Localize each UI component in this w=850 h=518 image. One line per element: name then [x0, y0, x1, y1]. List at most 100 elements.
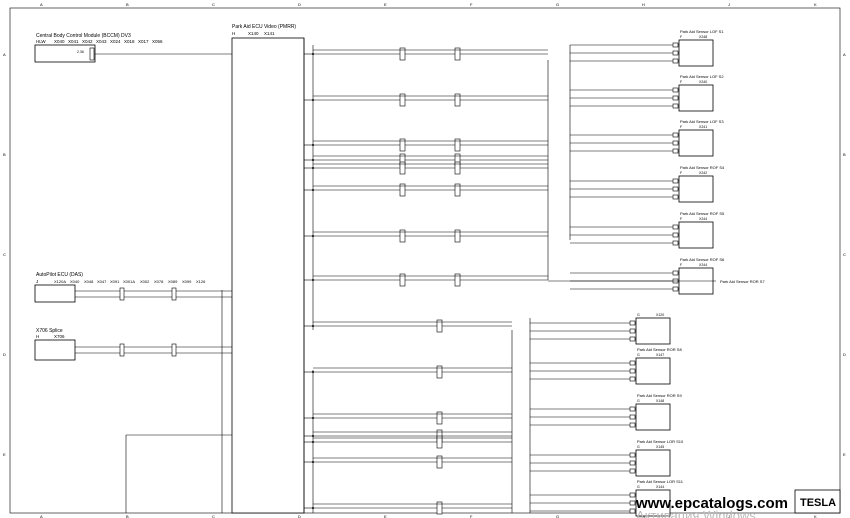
das-connector-0: X120A [54, 279, 66, 284]
sensor-connector: X242 [699, 171, 707, 175]
inline-connector [454, 183, 461, 197]
inline-connector [436, 411, 443, 425]
sensor-code: G [637, 485, 640, 489]
inline-connector [436, 319, 443, 333]
park-aid-ecu: Park Aid ECU Video (PMRR) H X140 X141 [231, 24, 305, 514]
sensor-connector: X241 [699, 125, 707, 129]
inline-connector [436, 501, 443, 515]
splice-code: H [36, 334, 39, 339]
column-label-top: D [298, 2, 301, 7]
row-label-left: E [3, 452, 6, 457]
column-label-top: K [814, 2, 817, 7]
sensor-connector: X145 [656, 445, 664, 449]
sensor-connector: X240 [699, 80, 707, 84]
column-label-top: C [212, 2, 215, 7]
inline-connector [454, 229, 461, 243]
left-connector-marks [89, 47, 177, 357]
sensor-name: Park Aid Sensor ROR S7 [720, 279, 765, 284]
bcm-connector-6: X017 [138, 39, 149, 44]
column-label-bottom: F [470, 514, 473, 518]
sensor-connector: X244 [699, 217, 707, 221]
inline-connector [436, 455, 443, 469]
watermark-text: www.epcatalogs.com [635, 495, 788, 512]
row-label-left: D [3, 352, 6, 357]
sensor-code: F [680, 171, 682, 175]
column-label-bottom: G [556, 514, 559, 518]
column-label-top: G [556, 2, 559, 7]
sensor-box [635, 403, 671, 431]
sensor-box [678, 221, 714, 249]
inline-connector [399, 183, 406, 197]
sensor-code: F [680, 263, 682, 267]
title-block-text: TESLA [800, 497, 836, 509]
das-connector-6: X002 [140, 279, 150, 284]
column-label-top: J [728, 2, 730, 7]
inline-connector [436, 365, 443, 379]
row-label-right: A [843, 52, 846, 57]
splice-box [34, 339, 76, 361]
bcm-connector-1: X041 [68, 39, 79, 44]
sheet-frame [9, 7, 841, 514]
pam-connector-1: X141 [264, 31, 275, 36]
sensor-connector: X120 [656, 313, 664, 317]
row-label-right: C [843, 252, 846, 257]
column-label-bottom: B [126, 514, 129, 518]
splice-connector: X706 [54, 334, 65, 339]
sensor-code: F [680, 80, 682, 84]
row-label-right: B [843, 152, 846, 157]
das-connector-1: X040 [70, 279, 80, 284]
das-code: J [36, 279, 38, 284]
sensor-box [678, 175, 714, 203]
sensor-code: F [680, 217, 682, 221]
das-connector-4: X091 [110, 279, 120, 284]
sensor-name: Park Aid Sensor ROF S6 [680, 257, 725, 262]
inline-connector [399, 93, 406, 107]
sensor-connector: X244 [699, 263, 707, 267]
column-label-top: H [642, 2, 645, 7]
inline-connector [454, 47, 461, 61]
column-label-bottom: J [728, 514, 730, 518]
sensor-box [635, 449, 671, 477]
column-label-top: E [384, 2, 387, 7]
inline-connector [399, 161, 406, 175]
sensor-name: Park Aid Sensor LOF S3 [680, 119, 724, 124]
sensor-name: Park Aid Sensor LOF S1 [680, 29, 724, 34]
sensor-box [635, 489, 671, 517]
sensor-name: Park Aid Sensor ROR S9 [637, 393, 682, 398]
inline-connector [399, 229, 406, 243]
das-module: AutoPilot ECU (DAS) J X120A X040 X048 X0… [34, 272, 232, 303]
row-label-left: A [3, 52, 6, 57]
wire-harness [304, 45, 571, 515]
sensor-code: G [637, 399, 640, 403]
pam-body [231, 37, 305, 514]
sensor-code: G [637, 445, 640, 449]
bcm-connector-5: X018 [124, 39, 135, 44]
inline-connector [454, 93, 461, 107]
sensor-connector: X144 [656, 485, 664, 489]
inline-connector [399, 273, 406, 287]
inline-connector [399, 47, 406, 61]
column-label-bottom: C [212, 514, 215, 518]
pam-connector-0: X140 [248, 31, 259, 36]
pam-code: H [232, 31, 235, 36]
das-connector-9: X099 [182, 279, 192, 284]
bcm-connector-7: X056 [152, 39, 163, 44]
sensor-box [678, 129, 714, 157]
sensor-4: Park Aid Sensor ROF S4F X242 [570, 165, 725, 203]
sensor-name: Park Aid Sensor LOR S11 [637, 479, 684, 484]
das-connector-3: X047 [97, 279, 107, 284]
das-connector-10: X126 [196, 279, 206, 284]
das-connector-5: X001A [123, 279, 135, 284]
sensor-name: Park Aid Sensor ROF S4 [680, 165, 725, 170]
column-label-bottom: E [384, 514, 387, 518]
sensor-code: F [680, 35, 682, 39]
inline-connector [399, 138, 406, 152]
